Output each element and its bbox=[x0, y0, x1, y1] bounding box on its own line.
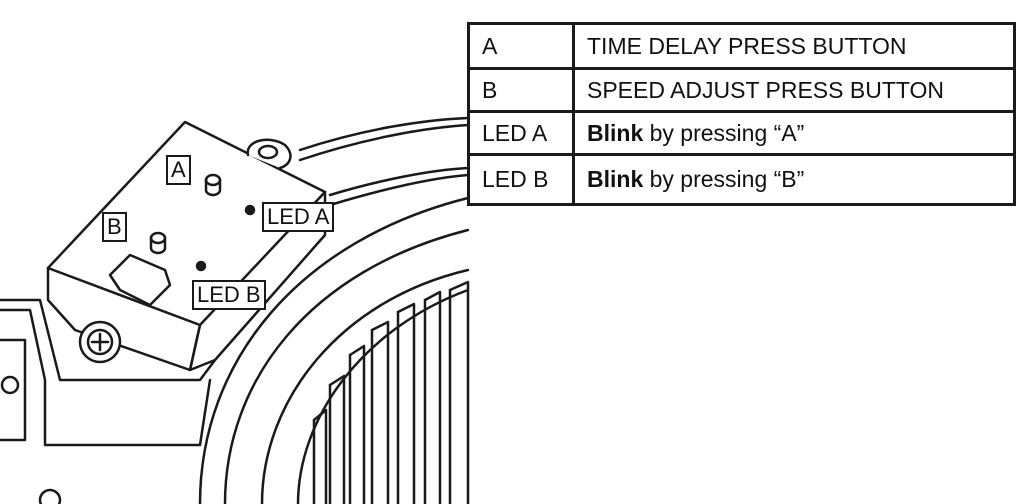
housing-ring-2 bbox=[223, 228, 470, 504]
mount-hole bbox=[257, 144, 279, 160]
row-description: SPEED ADJUST PRESS BUTTON bbox=[572, 67, 1016, 113]
table-row: LED A Blink by pressing “A” bbox=[467, 110, 1016, 156]
callout-button-b: B bbox=[102, 212, 127, 242]
callout-led-a: LED A bbox=[262, 202, 335, 232]
row-description: Blink by pressing “B” bbox=[572, 153, 1016, 206]
bracket bbox=[0, 298, 217, 447]
housing-outer-ring bbox=[198, 196, 470, 504]
desc-bold: Blink bbox=[587, 166, 644, 192]
mount-ear bbox=[246, 138, 292, 170]
button-b-icon bbox=[149, 231, 167, 255]
row-key: B bbox=[467, 67, 575, 113]
row-key: LED B bbox=[467, 153, 575, 206]
table-row: LED B Blink by pressing “B” bbox=[467, 153, 1016, 206]
connector-socket bbox=[108, 253, 172, 307]
housing-ring-3 bbox=[260, 268, 470, 504]
led-b-dot bbox=[195, 260, 207, 272]
table-row: B SPEED ADJUST PRESS BUTTON bbox=[467, 67, 1016, 113]
wire-top-2 bbox=[298, 123, 470, 162]
table-row: A TIME DELAY PRESS BUTTON bbox=[467, 22, 1016, 70]
row-key: A bbox=[467, 22, 575, 70]
desc-text: SPEED ADJUST PRESS BUTTON bbox=[587, 76, 945, 103]
desc-text: by pressing “B” bbox=[643, 166, 805, 192]
callout-led-b: LED B bbox=[192, 280, 266, 310]
wire-top bbox=[298, 116, 470, 152]
desc-bold: Blink bbox=[587, 119, 644, 146]
bracket-left bbox=[0, 338, 27, 442]
callout-button-a: A bbox=[166, 155, 191, 185]
wire-bottom bbox=[328, 166, 470, 197]
row-description: Blink by pressing “A” bbox=[572, 110, 1016, 156]
desc-text: TIME DELAY PRESS BUTTON bbox=[587, 32, 907, 59]
wire-bottom-2 bbox=[328, 173, 470, 207]
row-description: TIME DELAY PRESS BUTTON bbox=[572, 22, 1016, 70]
desc-text: by pressing “A” bbox=[643, 119, 805, 146]
row-key: LED A bbox=[467, 110, 575, 156]
legend-table: A TIME DELAY PRESS BUTTON B SPEED ADJUST… bbox=[467, 22, 1016, 206]
heatsink-fins bbox=[312, 280, 470, 504]
button-a-icon bbox=[204, 173, 222, 197]
housing-ring-4 bbox=[296, 288, 470, 504]
led-a-dot bbox=[244, 204, 256, 216]
